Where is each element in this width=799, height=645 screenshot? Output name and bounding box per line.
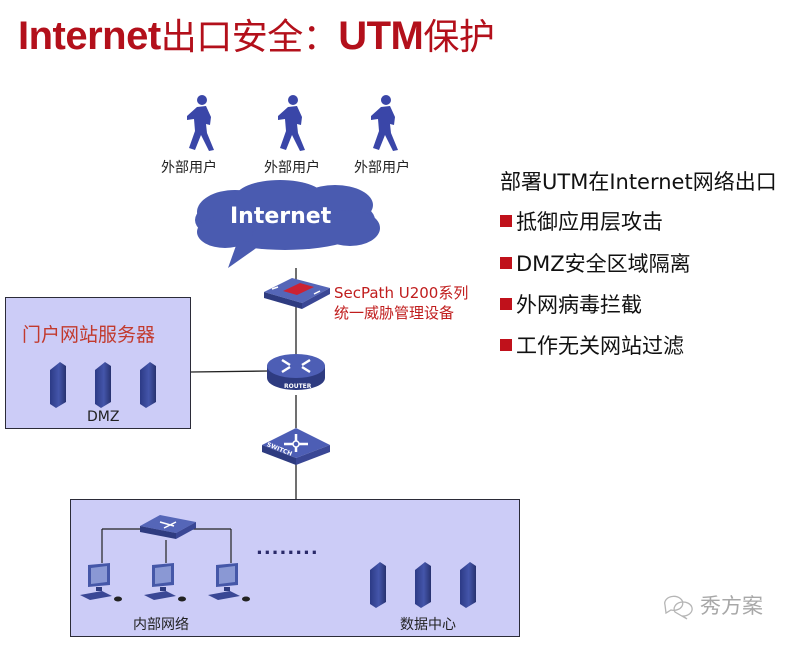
bullet-square-icon — [500, 257, 512, 269]
datacenter-label: 数据中心 — [400, 617, 456, 633]
bullet-square-icon — [500, 215, 512, 227]
utm-description: 统一威胁管理设备 — [334, 304, 455, 322]
wechat-icon — [664, 595, 693, 620]
server-icon — [95, 362, 111, 408]
switch-icon — [262, 428, 330, 465]
feature-item: 抵御应用层攻击 — [500, 206, 663, 236]
feature-label: 工作无关网站过滤 — [516, 334, 684, 358]
watermark-label: 秀方案 — [700, 594, 763, 618]
external-user-label: 外部用户 — [264, 160, 320, 176]
internet-cloud-icon — [195, 180, 380, 268]
internet-cloud-label: Internet — [230, 204, 332, 229]
page-title: Internet出口安全：UTM保护 — [18, 8, 495, 60]
internal-zone — [70, 499, 520, 637]
user-icon — [278, 95, 305, 151]
computer-icon — [144, 563, 186, 602]
lan-switch-icon — [140, 515, 196, 539]
server-icon — [140, 362, 156, 408]
title-exit-security: 出口安全： — [160, 17, 339, 58]
feature-item: 工作无关网站过滤 — [500, 330, 684, 360]
more-devices-ellipsis: ........ — [256, 538, 319, 559]
title-utm: UTM — [338, 14, 424, 58]
external-user-label: 外部用户 — [354, 160, 410, 176]
user-icon — [371, 95, 398, 151]
utm-device-label: SecPath U200系列 统一威胁管理设备 — [334, 283, 468, 323]
feature-item: 外网病毒拦截 — [500, 289, 642, 319]
server-icon — [50, 362, 66, 408]
server-icon — [370, 562, 386, 608]
router-icon — [267, 354, 325, 390]
router-label: ROUTER — [284, 383, 312, 390]
watermark: 秀方案 — [700, 590, 763, 620]
feature-label: 外网病毒拦截 — [516, 293, 642, 317]
computer-icon — [80, 563, 122, 602]
dmz-zone — [5, 297, 191, 429]
utm-firewall-icon — [264, 278, 330, 309]
feature-label: 抵御应用层攻击 — [516, 210, 663, 234]
feature-label: DMZ安全区域隔离 — [516, 252, 691, 276]
utm-model: SecPath U200系列 — [334, 284, 469, 302]
server-icon — [415, 562, 431, 608]
title-internet: Internet — [18, 14, 161, 58]
dmz-label: DMZ — [87, 409, 120, 425]
computer-icon — [208, 563, 250, 602]
link-router-dmz — [190, 370, 269, 373]
features-heading: 部署UTM在Internet网络出口 — [500, 170, 777, 194]
bullet-square-icon — [500, 298, 512, 310]
dmz-zone-title: 门户网站服务器 — [22, 324, 156, 346]
title-protection: 保护 — [423, 17, 495, 58]
user-icon — [187, 95, 214, 151]
external-user-label: 外部用户 — [161, 160, 217, 176]
server-icon — [460, 562, 476, 608]
internal-network-label: 内部网络 — [133, 617, 189, 633]
bullet-square-icon — [500, 339, 512, 351]
feature-item: DMZ安全区域隔离 — [500, 248, 691, 278]
